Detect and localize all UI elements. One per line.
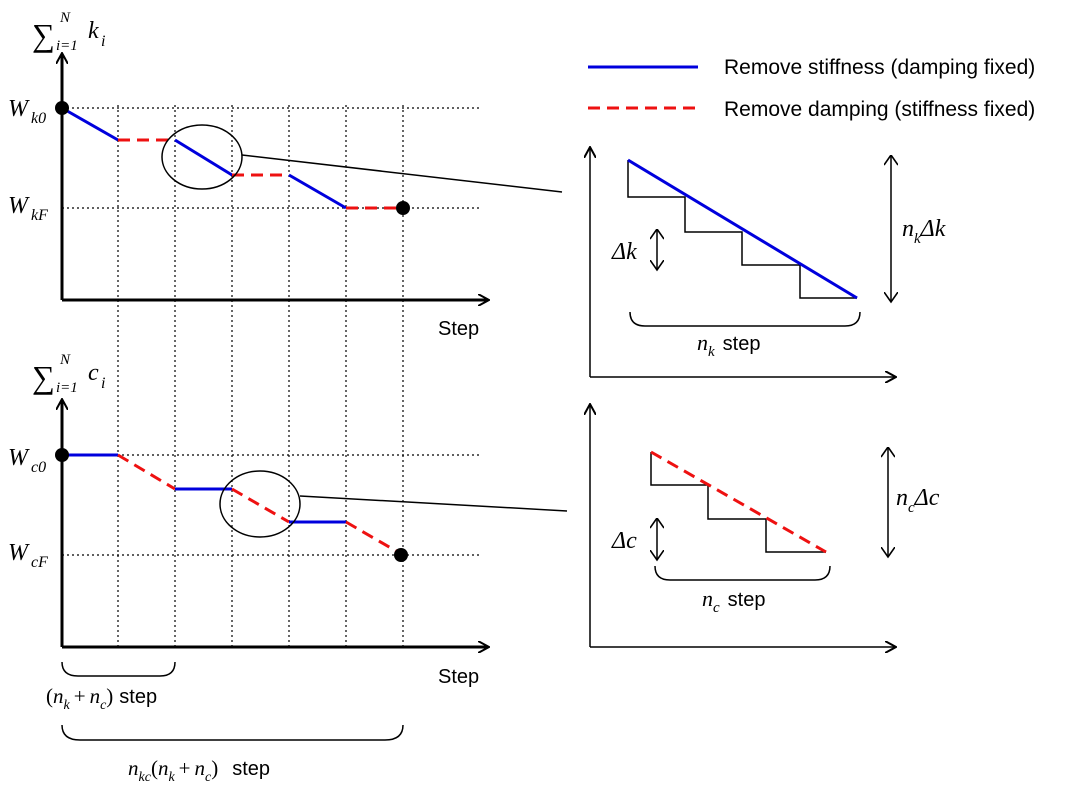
svg-text:W: W — [8, 96, 30, 122]
svg-text:kF: kF — [31, 207, 48, 224]
top-plot: ∑ N i=1 k i W k0 W kF Step — [8, 10, 563, 340]
top-stiffness-segment-3 — [288, 173, 347, 210]
svg-text:k0: k0 — [31, 110, 46, 127]
bottom-damping-segment-3 — [345, 520, 404, 557]
zoom-top-staircase — [627, 160, 857, 299]
bottom-w-final-label: W cF — [8, 540, 48, 571]
bottom-end-marker — [394, 548, 408, 562]
top-sum-upper: N — [59, 10, 71, 26]
top-variable-sub: i — [101, 33, 105, 50]
bottom-zoom-ellipse — [219, 470, 301, 538]
top-sum-lower: i=1 — [56, 38, 78, 54]
long-brace-label: nkc(nk+nc)step — [128, 756, 270, 785]
svg-text:cF: cF — [31, 554, 48, 571]
bottom-damping-segment-1 — [117, 453, 176, 491]
top-stiffness-segment-1 — [61, 106, 119, 142]
long-brace: nkc(nk+nc)step — [61, 724, 404, 785]
legend: Remove stiffness (damping fixed) Remove … — [588, 56, 1035, 121]
top-w-start-label: W k0 — [8, 96, 46, 127]
zoom-top-range-label: nkΔk — [902, 216, 946, 247]
bottom-zoom-connector — [299, 495, 568, 512]
svg-text:W: W — [8, 445, 30, 471]
vertical-grid-lines — [117, 105, 404, 650]
short-brace: (nk+nc)step — [46, 661, 176, 713]
short-brace-curve — [61, 661, 176, 677]
bottom-damping-segment-2 — [231, 487, 290, 524]
bottom-x-axis-label: Step — [438, 666, 479, 688]
top-sum-symbol: ∑ — [32, 17, 55, 53]
long-brace-curve — [61, 724, 404, 741]
bottom-sum-lower: i=1 — [56, 380, 78, 396]
bottom-plot: ∑ N i=1 c i W c0 W cF Step — [8, 352, 568, 688]
top-w-final-label: W kF — [8, 193, 48, 224]
top-zoom-ellipse — [161, 124, 243, 190]
short-brace-label: (nk+nc)step — [46, 684, 157, 713]
zoom-top-delta-label: Δk — [611, 239, 637, 265]
svg-text:c0: c0 — [31, 459, 46, 476]
bottom-variable: c — [88, 360, 99, 386]
zoom-bottom-step-brace — [654, 565, 831, 581]
zoom-bottom-range-label: ncΔc — [896, 485, 940, 516]
top-variable: k — [88, 18, 99, 44]
zoom-bottom-delta-label: Δc — [611, 528, 637, 554]
zoom-bottom-damping-line — [650, 450, 827, 554]
top-end-marker — [396, 201, 410, 215]
top-start-marker — [55, 101, 69, 115]
bottom-start-marker — [55, 448, 69, 462]
bottom-w-start-label: W c0 — [8, 445, 46, 476]
bottom-sum-symbol: ∑ — [32, 359, 55, 395]
svg-text:Δk: Δk — [611, 239, 637, 265]
top-x-axis-label: Step — [438, 318, 479, 340]
legend-stiffness-label: Remove stiffness (damping fixed) — [724, 56, 1035, 79]
svg-text:W: W — [8, 193, 30, 219]
zoom-top-step-brace — [629, 311, 861, 327]
bottom-variable-sub: i — [101, 375, 105, 392]
zoom-bottom-staircase — [650, 452, 826, 553]
svg-text:W: W — [8, 540, 30, 566]
top-zoom-connector — [241, 154, 563, 193]
legend-damping-label: Remove damping (stiffness fixed) — [724, 98, 1035, 121]
bottom-sum-upper: N — [59, 352, 71, 368]
top-axis-title: ∑ N i=1 k i — [32, 10, 105, 54]
bottom-axis-title: ∑ N i=1 c i — [32, 352, 105, 396]
zoom-top-stiffness-line — [627, 158, 858, 300]
top-stiffness-segment-2 — [174, 138, 233, 177]
